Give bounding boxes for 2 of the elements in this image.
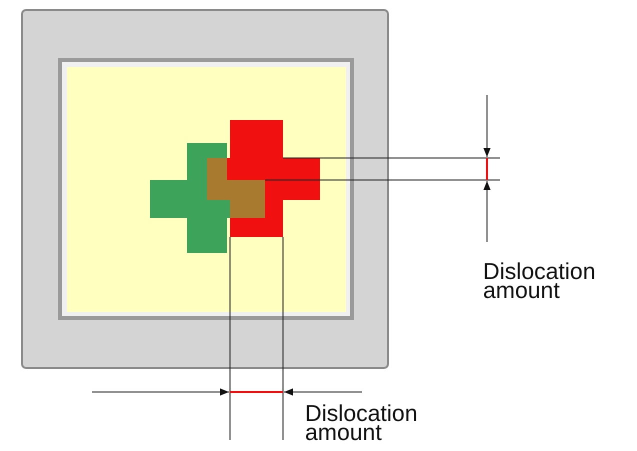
- dimension-label: Dislocation amount: [483, 262, 596, 300]
- dimension-label: Dislocation amount: [305, 404, 418, 442]
